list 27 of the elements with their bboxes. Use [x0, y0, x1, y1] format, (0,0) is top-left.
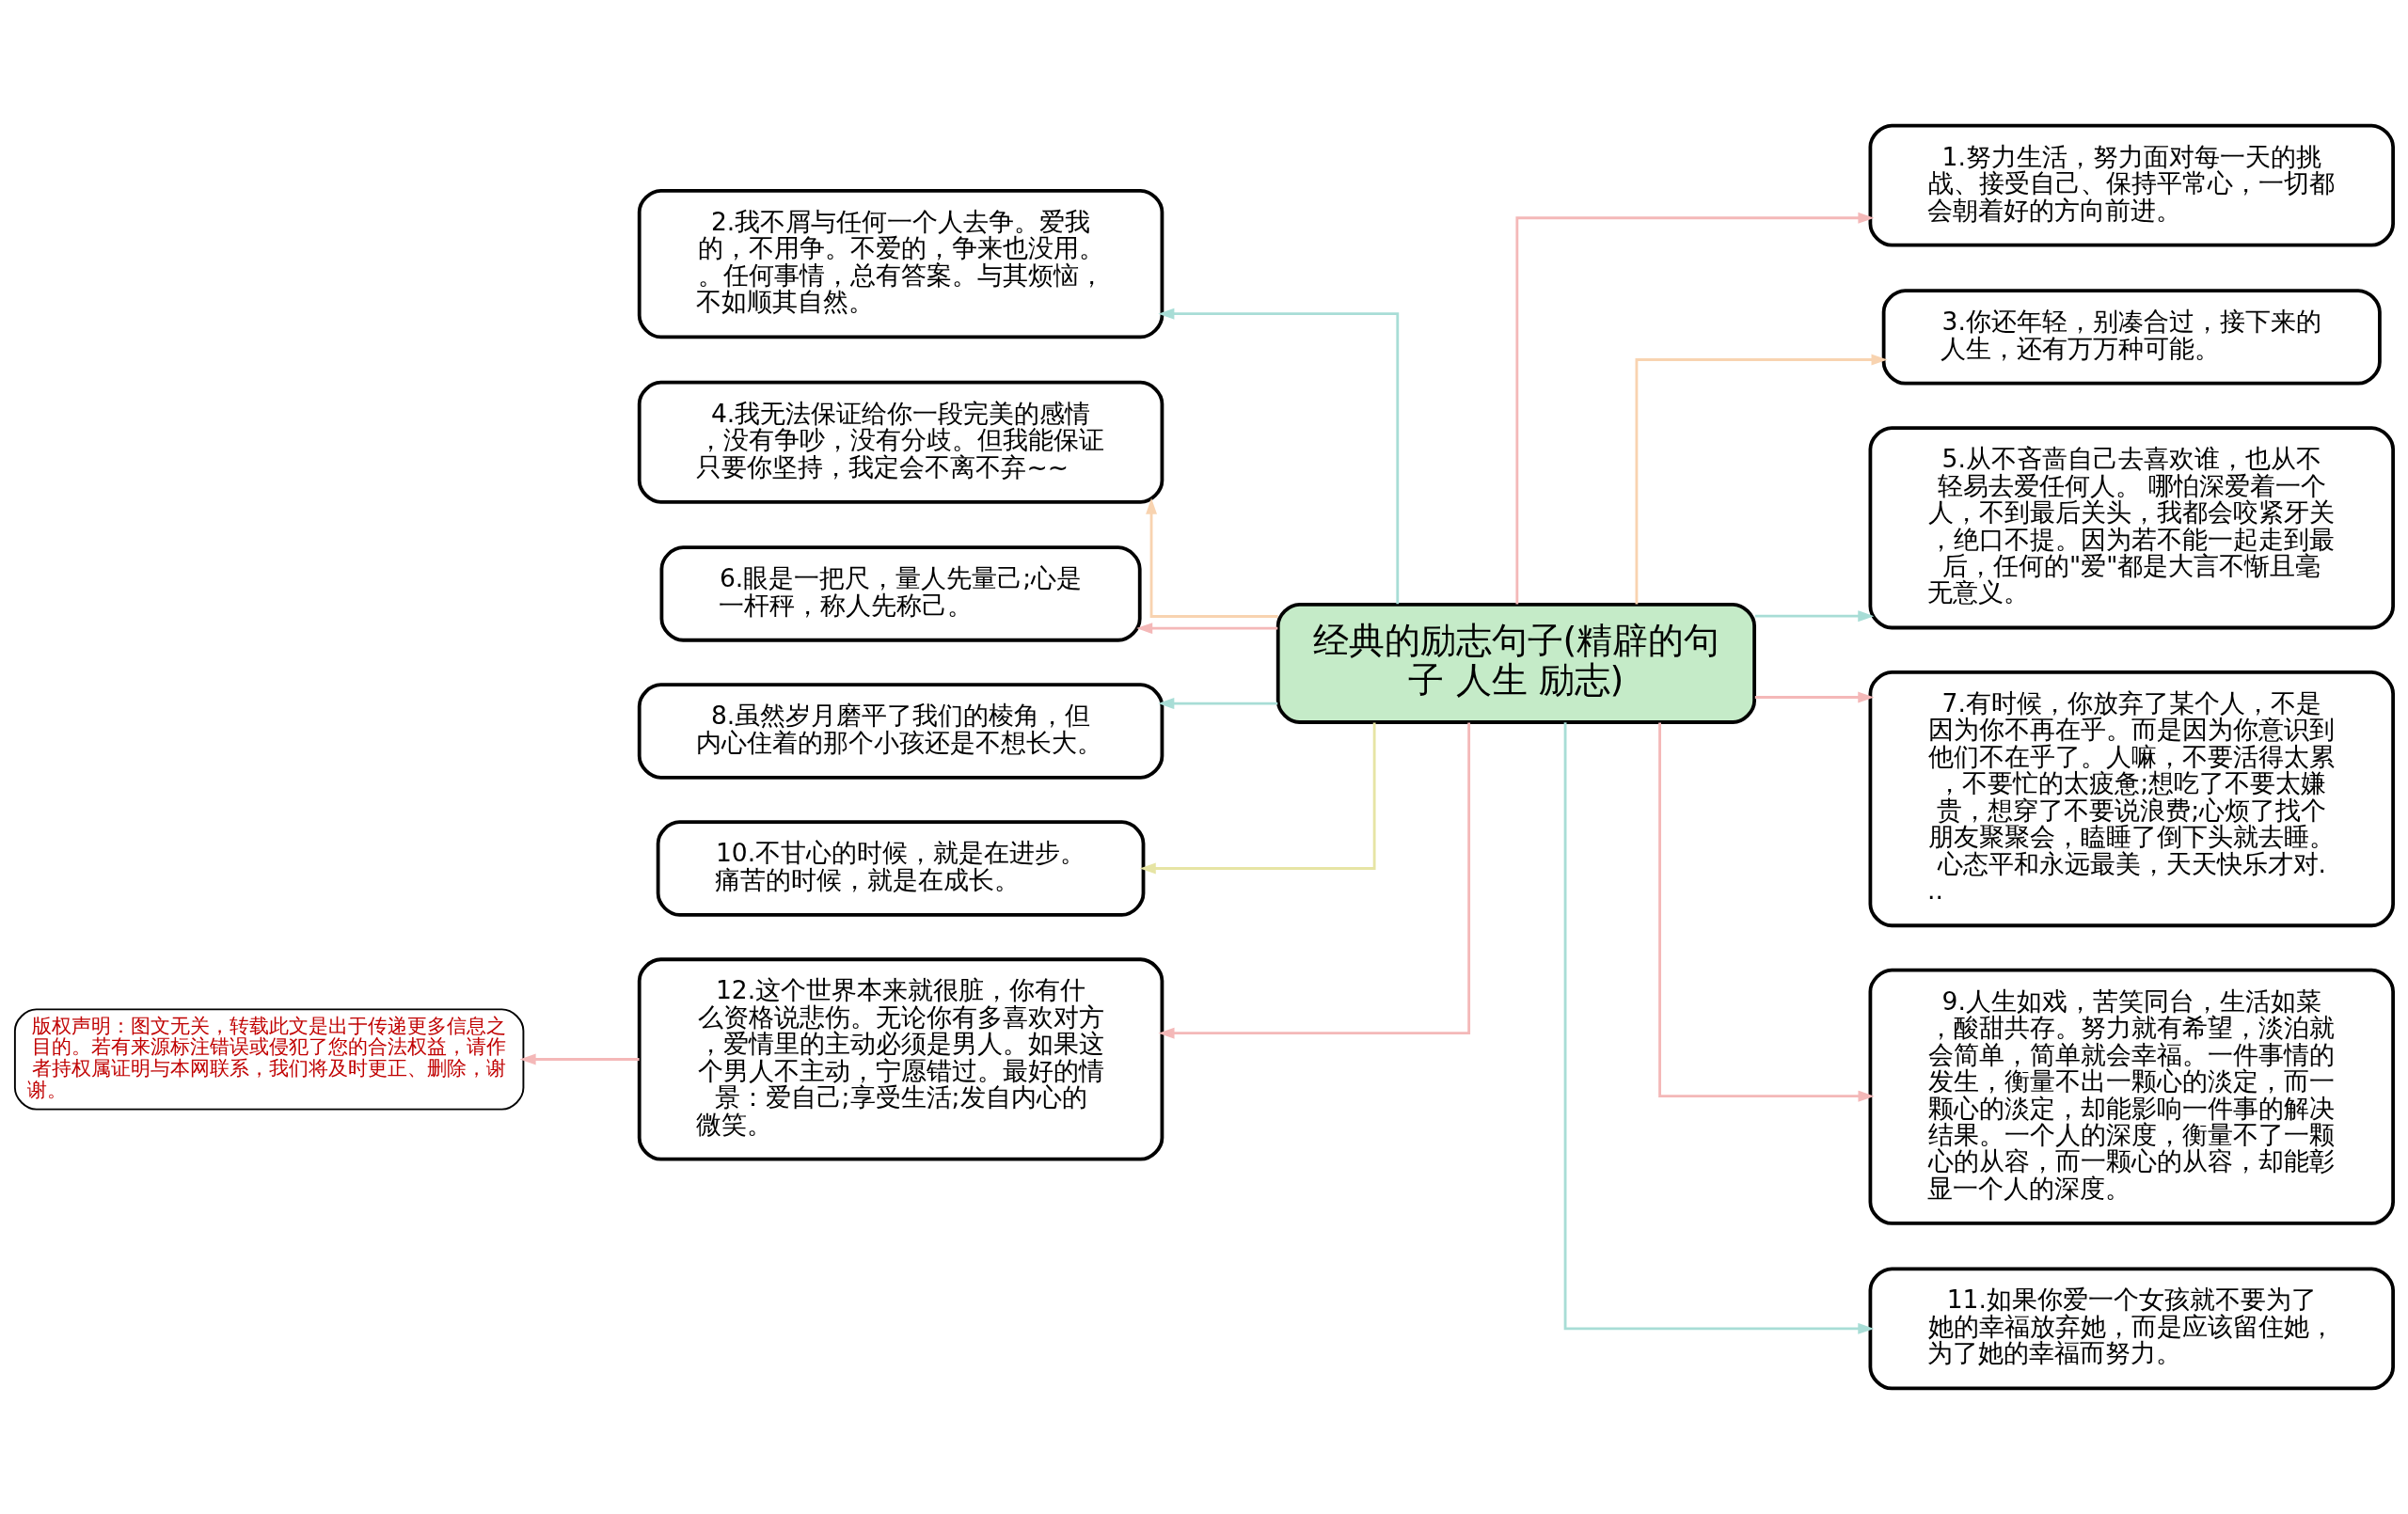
node-box: 5.从不吝啬自己去喜欢谁，也从不轻易去爱任何人。 哪怕深爱着一个人，不到最后关头，我都会咬紧牙关，绝口不提。因为若不能一起走到最后，任何的"爱"都是大言不惭且毫无意义。 [1868, 426, 2395, 630]
node-box: 版权声明：图文无关，转载此文是出于传递更多信息之目的。若有来源标注错误或侵犯了您的合法权益，请作者持权属证明与本网联系，我们将及时更正、删除，谢谢。 [13, 1008, 525, 1111]
arrow [1754, 691, 1875, 703]
node-box: 12.这个世界本来就很脏，你有什么资格说悲伤。无论你有多喜欢对方，爱情里的主动必须是男人。如果这个男人不主动，宁愿错过。最好的情景：爱自己;享受生活;发自内心的微笑。 [637, 957, 1164, 1161]
arrow [1658, 722, 1875, 1102]
arrow [1515, 212, 1875, 605]
node-box: 9.人生如戏，苦笑同台，生活如菜，酸甜共存。努力就有希望，淡泊就会简单，简单就会幸福。一件事情的发生，衡量不出一颗心的淡定，而一颗心的淡定，却能影响一件事的解决结果。一个人的深度，衡量不了一颗心的从容，而一颗心的从容，却能彰显一个人的深度。 [1868, 968, 2395, 1225]
arrow [519, 1053, 640, 1065]
node-box: 经典的励志句子(精辟的句子 人生 励志) [1275, 602, 1756, 724]
arrow [1136, 623, 1278, 635]
node-box: 4.我无法保证给你一段完美的感情，没有争吵，没有分歧。但我能保证只要你坚持，我定会不离不弃~~ [637, 380, 1164, 504]
arrow [1754, 610, 1875, 623]
arrow [1146, 497, 1278, 618]
arrow [1158, 722, 1471, 1039]
node-box: 2.我不屑与任何一个人去争。爱我的，不用争。不爱的，争来也没用。。任何事情，总有答案。与其烦恼，不如顺其自然。 [637, 188, 1164, 339]
arrow [1158, 698, 1278, 710]
arrow [1158, 308, 1400, 605]
node-box: 1.努力生活，努力面对每一天的挑战、接受自己、保持平常心，一切都会朝着好的方向前进。 [1868, 123, 2395, 247]
arrow [1563, 722, 1875, 1334]
arrow [1139, 722, 1376, 875]
arrow [1635, 354, 1888, 605]
node-box: 10.不甘心的时候，就是在进步。痛苦的时候，就是在成长。 [656, 820, 1146, 917]
node-box: 8.虽然岁月磨平了我们的棱角，但内心住着的那个小孩还是不想长大。 [637, 683, 1164, 780]
node-box: 7.有时候，你放弃了某个人，不是因为你不再在乎。而是因为你意识到他们不在乎了。人嘛，不要活得太累，不要忙的太疲惫;想吃了不要太嫌贵，想穿了不要说浪费;心烦了找个朋友聚聚会，瞌睡了倒下头就去睡。心态平和永远最美，天天快乐才对... [1868, 670, 2395, 928]
node-box: 11.如果你爱一个女孩就不要为了她的幸福放弃她，而是应该留住她，为了她的幸福而努力。 [1868, 1267, 2395, 1391]
node-box: 3.你还年轻，别凑合过，接下来的人生，还有万万种可能。 [1881, 289, 2382, 386]
node-box: 6.眼是一把尺，量人先量己;心是一杆秤，称人先称己。 [659, 545, 1142, 642]
